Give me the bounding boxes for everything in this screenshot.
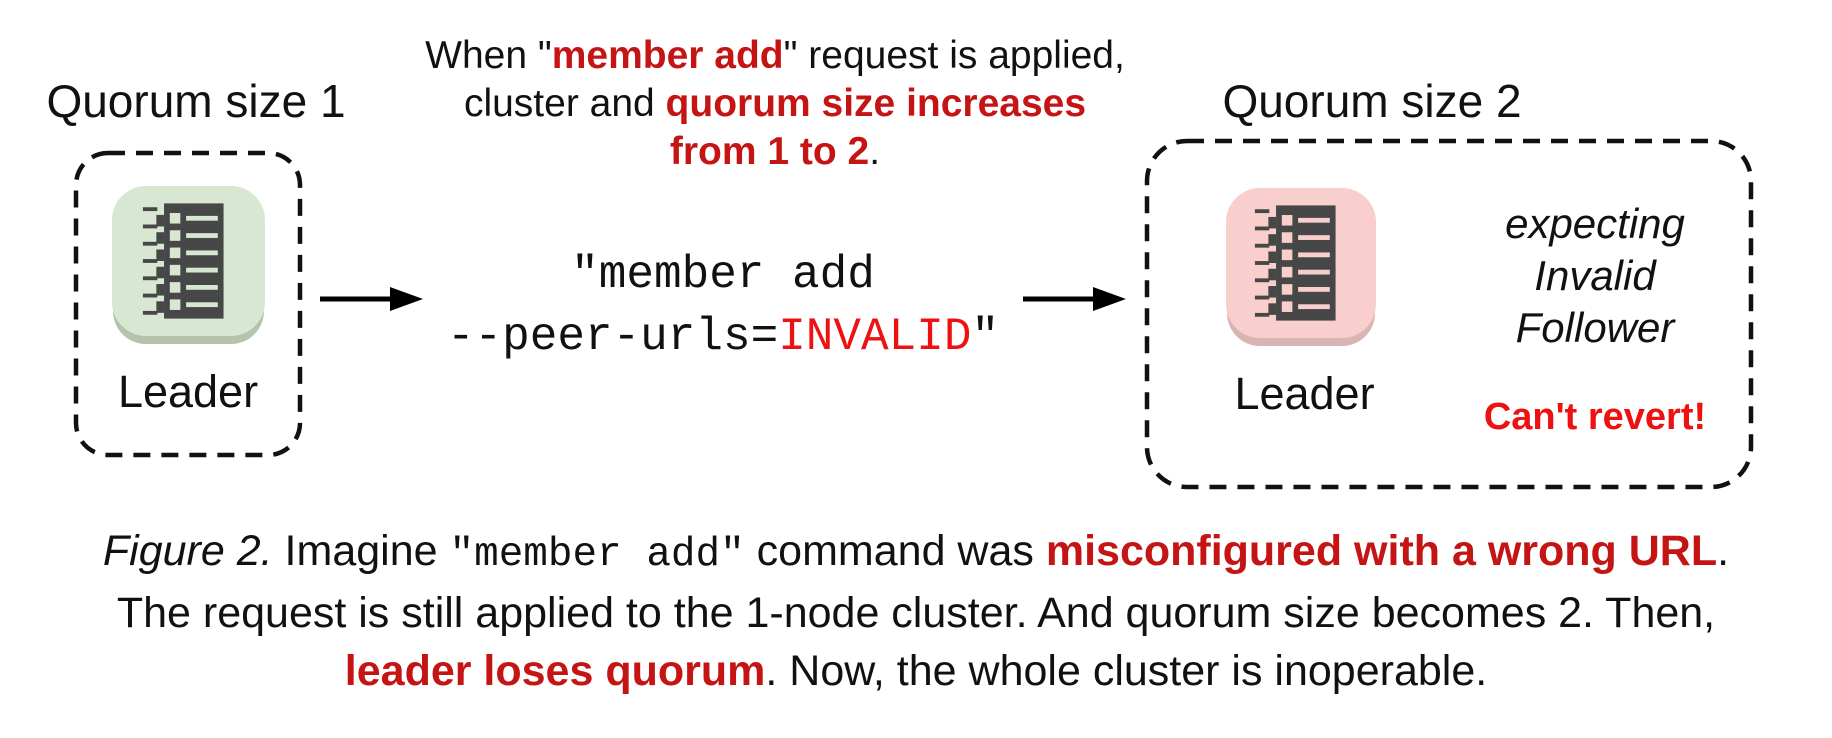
caption-line-3: leader loses quorum. Now, the whole clus…	[344, 647, 1488, 695]
expecting-line: expecting	[1505, 200, 1685, 247]
right-leader-label: Leader	[1234, 368, 1375, 419]
command-line-1: "member add	[571, 249, 875, 301]
caption-line-1: Figure 2. Imagine "member add" command w…	[102, 527, 1730, 578]
top-note-line-3: from 1 to 2.	[669, 130, 881, 173]
expecting-invalid-follower-note: expecting Invalid Follower	[1430, 198, 1760, 354]
top-note: When "member add" request is applied, cl…	[400, 32, 1150, 176]
leader-node-broken	[1226, 188, 1376, 338]
list-journal-icon	[1254, 205, 1336, 321]
leader-node-healthy	[112, 186, 265, 336]
right-cluster-title: Quorum size 2	[1222, 75, 1522, 127]
figure-number: Figure 2.	[102, 527, 273, 575]
top-note-line-2: cluster and quorum size increases	[463, 82, 1087, 125]
list-journal-icon	[142, 203, 224, 319]
left-cluster-title: Quorum size 1	[46, 75, 346, 127]
caption-line-2: The request is still applied to the 1-no…	[116, 589, 1716, 637]
arrow-left-to-command	[320, 287, 423, 311]
cant-revert-warning: Can't revert!	[1483, 396, 1707, 438]
member-add-command: "member add --peer-urls=INVALID"	[423, 244, 1023, 368]
expecting-line: Invalid	[1534, 252, 1656, 299]
figure-caption: Figure 2. Imagine "member add" command w…	[0, 522, 1832, 700]
left-leader-label: Leader	[117, 366, 259, 417]
command-line-2: --peer-urls=INVALID"	[446, 311, 1000, 363]
top-note-line-1: When "member add" request is applied,	[425, 34, 1125, 77]
expecting-line: Follower	[1515, 304, 1675, 351]
arrow-command-to-right	[1023, 287, 1126, 311]
